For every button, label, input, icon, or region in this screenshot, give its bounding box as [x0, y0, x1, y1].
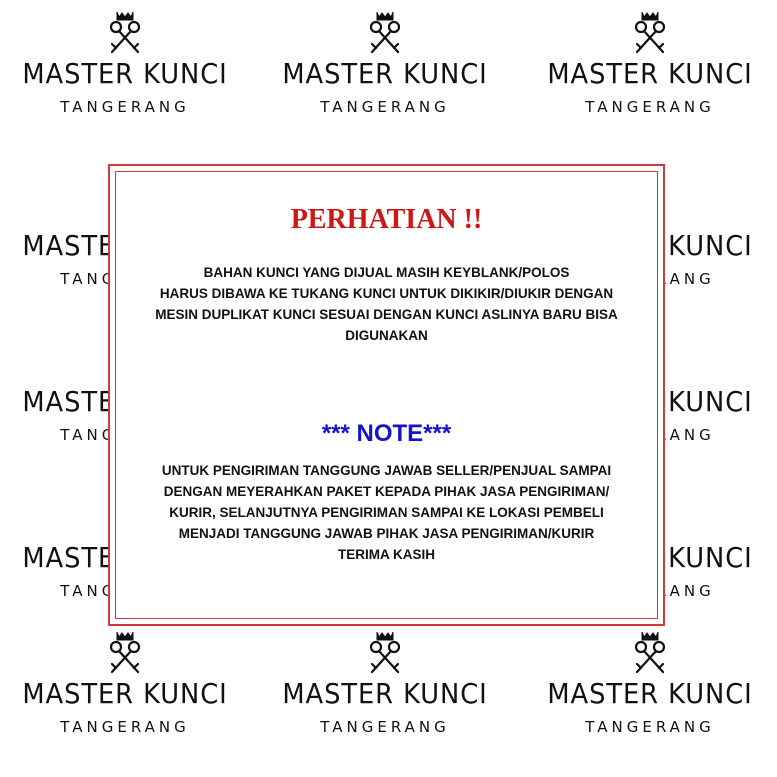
warning-line: MESIN DUPLIKAT KUNCI SESUAI DENGAN KUNCI… — [155, 307, 618, 322]
watermark-city: TANGERANG — [320, 718, 450, 736]
watermark-brand: MASTER KUNCI — [22, 57, 228, 90]
note-line: TERIMA KASIH — [338, 547, 435, 562]
warning-text: BAHAN KUNCI YANG DIJUAL MASIH KEYBLANK/P… — [120, 262, 653, 346]
note-line: UNTUK PENGIRIMAN TANGGUNG JAWAB SELLER/P… — [161, 463, 612, 478]
watermark-city: TANGERANG — [60, 718, 190, 736]
notice-title: PERHATIAN !! — [290, 204, 483, 235]
watermark-brand: MASTER KUNCI — [282, 57, 488, 90]
warning-line: DIGUNAKAN — [345, 328, 428, 343]
note-line: DENGAN MEYERAHKAN PAKET KEPADA PIHAK JAS… — [163, 484, 610, 499]
watermark-brand: MASTER KUNCI — [22, 677, 228, 710]
watermark-tile: MASTER KUNCI TANGERANG — [520, 8, 777, 116]
watermark-tile: MASTER KUNCI TANGERANG — [255, 628, 515, 736]
watermark-city: TANGERANG — [585, 98, 715, 116]
crossed-keys-crown-icon — [109, 10, 141, 54]
watermark-city: TANGERANG — [60, 98, 190, 116]
watermark-city: TANGERANG — [320, 98, 450, 116]
warning-line: BAHAN KUNCI YANG DIJUAL MASIH KEYBLANK/P… — [203, 265, 570, 280]
watermark-city: TANGERANG — [585, 718, 715, 736]
watermark-tile: MASTER KUNCI TANGERANG — [0, 628, 255, 736]
note-title: *** NOTE*** — [321, 420, 452, 447]
note-text: UNTUK PENGIRIMAN TANGGUNG JAWAB SELLER/P… — [120, 460, 653, 565]
notice-box: PERHATIAN !! BAHAN KUNCI YANG DIJUAL MAS… — [108, 164, 665, 626]
watermark-brand: MASTER KUNCI — [282, 677, 488, 710]
watermark-tile: MASTER KUNCI TANGERANG — [520, 628, 777, 736]
crossed-keys-crown-icon — [634, 10, 666, 54]
watermark-brand: MASTER KUNCI — [547, 677, 753, 710]
watermark-tile: MASTER KUNCI TANGERANG — [0, 8, 255, 116]
note-line: MENJADI TANGGUNG JAWAB PIHAK JASA PENGIR… — [178, 526, 595, 541]
note-line: KURIR, SELANJUTNYA PENGIRIMAN SAMPAI KE … — [169, 505, 604, 520]
watermark-tile: MASTER KUNCI TANGERANG — [255, 8, 515, 116]
crossed-keys-crown-icon — [109, 630, 141, 674]
crossed-keys-crown-icon — [369, 630, 401, 674]
notice-inner-border — [115, 171, 658, 619]
warning-line: HARUS DIBAWA KE TUKANG KUNCI UNTUK DIKIK… — [159, 286, 614, 301]
watermark-brand: MASTER KUNCI — [547, 57, 753, 90]
crossed-keys-crown-icon — [369, 10, 401, 54]
crossed-keys-crown-icon — [634, 630, 666, 674]
